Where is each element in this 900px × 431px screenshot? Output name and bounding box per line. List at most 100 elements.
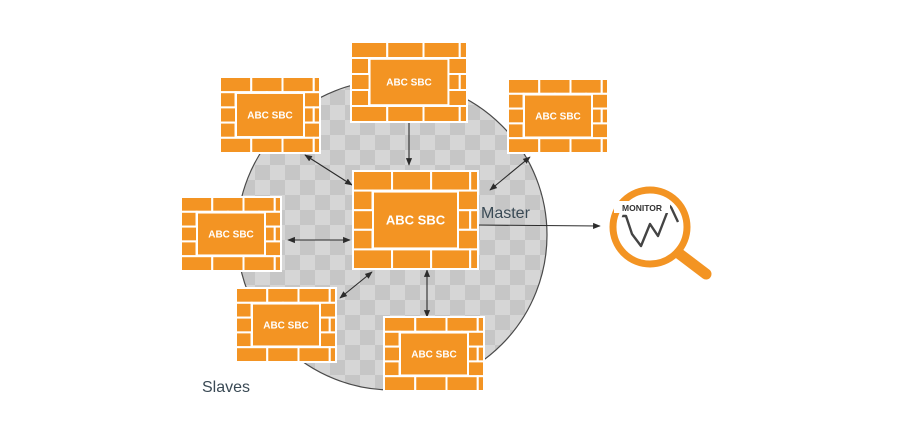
node-label-plate [251, 302, 321, 348]
magnifier-handle [671, 246, 712, 280]
node-label: ABC SBC [208, 230, 254, 241]
slave-node-upper-left[interactable]: ABC SBC [219, 76, 321, 155]
brick [350, 89, 371, 107]
brick [600, 137, 609, 154]
brick [507, 78, 541, 95]
brick [383, 316, 417, 333]
brick [391, 248, 433, 270]
brick [350, 105, 389, 123]
brick [422, 41, 461, 59]
brick [312, 106, 321, 124]
brick [273, 196, 282, 213]
brick [219, 91, 237, 109]
brick [352, 248, 394, 270]
brick [414, 316, 448, 333]
brick [180, 210, 198, 228]
brick [235, 331, 253, 349]
monitor-label-backdrop [614, 201, 670, 213]
brick [250, 76, 284, 94]
node-label: ABC SBC [247, 111, 293, 122]
brick [445, 375, 479, 393]
node-label: ABC SBC [386, 78, 432, 89]
brick [569, 137, 603, 154]
brick [507, 122, 525, 140]
node-label-plate [399, 331, 469, 377]
brick [469, 248, 479, 270]
brick [476, 316, 485, 333]
slave-node-lower-left[interactable]: ABC SBC [235, 287, 337, 364]
brick [383, 375, 417, 393]
brick [312, 76, 321, 94]
brick [328, 346, 337, 364]
slave-node-upper-right[interactable]: ABC SBC [507, 78, 609, 154]
brick [476, 375, 485, 393]
node-label: ABC SBC [535, 112, 581, 123]
brick [458, 41, 468, 59]
brick [458, 73, 468, 91]
brick [538, 137, 572, 154]
brick [219, 121, 237, 139]
brick [235, 346, 269, 364]
slave-nodes: ABC SBC ABC SBC ABC SBC ABC SBC ABC SBC ABC S… [180, 41, 609, 393]
brick [600, 107, 609, 125]
slaves-label: Slaves [202, 379, 250, 396]
master-label: Master [481, 205, 531, 222]
brick [383, 360, 401, 378]
brick [414, 375, 448, 393]
brick [219, 76, 253, 94]
brick [352, 228, 374, 251]
brick [266, 346, 300, 364]
slave-node-bottom[interactable]: ABC SBC [383, 316, 485, 393]
brick [328, 287, 337, 304]
brick [350, 41, 389, 59]
brick [219, 136, 253, 155]
magnifier-monitor-icon[interactable]: MONITOR [605, 186, 712, 280]
brick [430, 248, 472, 270]
brick [180, 240, 198, 258]
brick [350, 57, 371, 75]
brick [211, 196, 245, 213]
brick [273, 255, 282, 273]
arrow-to-slave-upper-right [489, 156, 531, 191]
brick [312, 136, 321, 155]
brick [430, 170, 472, 192]
master-node[interactable]: ABC SBC [352, 170, 479, 270]
brick [352, 189, 374, 212]
node-label-plate [372, 190, 459, 250]
brick [386, 105, 425, 123]
brick [469, 170, 479, 192]
arrow-to-monitor [475, 222, 601, 230]
brick [211, 255, 245, 273]
node-label: ABC SBC [386, 213, 446, 228]
brick [569, 78, 603, 95]
brick [600, 78, 609, 95]
node-label-plate [368, 57, 450, 107]
brick [391, 170, 433, 192]
arrow-to-slave-lower-left [339, 271, 373, 299]
brick [242, 255, 276, 273]
brick [469, 209, 479, 231]
brick [297, 346, 331, 364]
brick [507, 92, 525, 110]
brick [352, 170, 394, 192]
brick [458, 105, 468, 123]
brick [476, 345, 485, 363]
brick [445, 316, 479, 333]
slave-node-top[interactable]: ABC SBC [350, 41, 468, 123]
brick [273, 225, 282, 243]
brick [328, 316, 337, 334]
brick [383, 330, 401, 348]
master-brick[interactable]: ABC SBC [352, 170, 479, 270]
brick [250, 136, 284, 155]
brick [538, 78, 572, 95]
brick [242, 196, 276, 213]
node-label-plate [235, 91, 305, 139]
node-label-plate [523, 93, 593, 139]
brick [235, 287, 269, 304]
brick [281, 136, 315, 155]
brick [386, 41, 425, 59]
slave-node-left[interactable]: ABC SBC [180, 196, 282, 273]
brick [180, 255, 214, 273]
